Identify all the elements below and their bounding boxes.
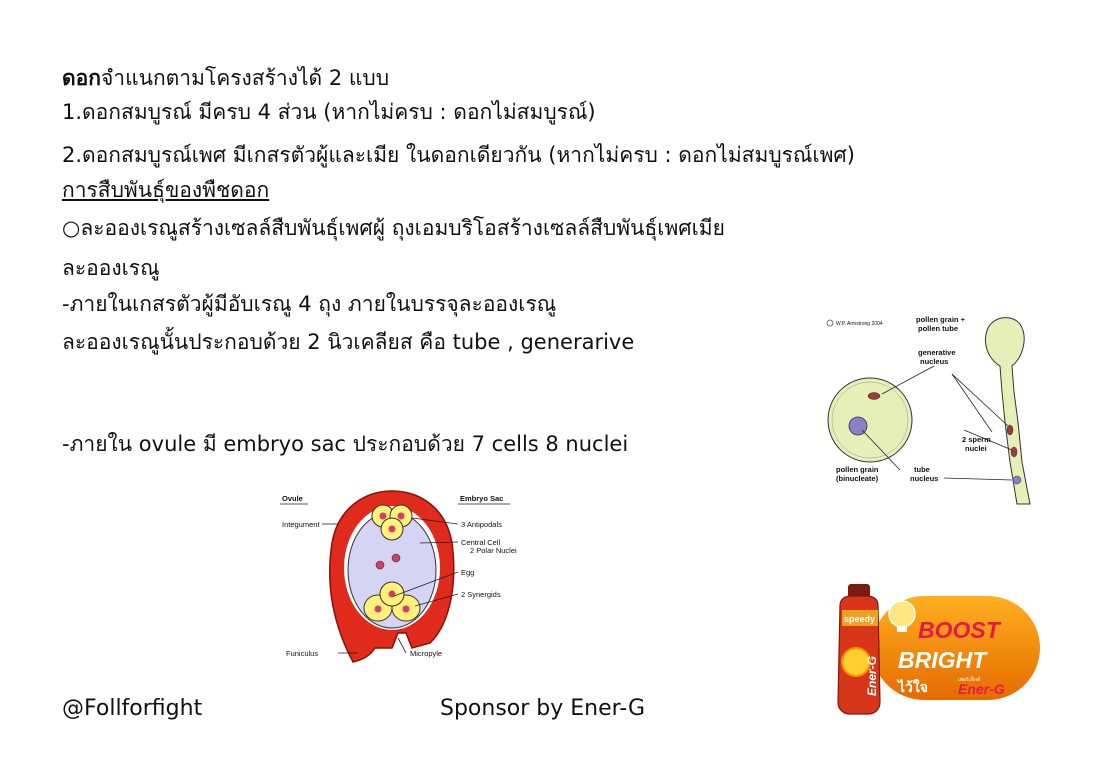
egg-apparatus xyxy=(363,581,421,622)
footer-handle: @Follforfight xyxy=(62,696,203,721)
footer-sponsor: Sponsor by Ener-G xyxy=(440,696,646,721)
ad-bright-text: BRIGHT xyxy=(898,647,988,673)
micropyle-label: Micropyle xyxy=(410,649,442,658)
sponsor-ad: speedy Ener-G BOOST BRIGHT ไว้ใจ เพอร์เฟ… xyxy=(837,584,1040,715)
text-line-complete-flower: 1.ดอกสมบูรณ์ มีครบ 4 ส่วน (หากไม่ครบ : ด… xyxy=(62,100,596,124)
synergids-label: 2 Synergids xyxy=(461,590,501,599)
pollen-tube xyxy=(985,317,1031,505)
text-line-perfect-flower: 2.ดอกสมบูรณ์เพศ มีเกสรตัวผู้และเมีย ในดอ… xyxy=(62,143,855,167)
sperm-nucleus-1 xyxy=(1006,424,1014,436)
ovule-label: Ovule xyxy=(282,494,303,503)
text-line-pollen: ละอองเรณู xyxy=(62,256,160,280)
generative-nucleus xyxy=(867,392,881,400)
pollen-tube-label-1: pollen grain + xyxy=(916,315,966,324)
title-bold-word: ดอก xyxy=(62,66,101,90)
egg-label: Egg xyxy=(461,568,474,577)
funiculus-label: Funiculus xyxy=(286,649,318,658)
credit-icon xyxy=(826,319,834,327)
central-cell-label: Central Cell xyxy=(461,538,501,547)
pollen-grain xyxy=(827,377,913,463)
integument-label: Integument xyxy=(282,520,320,529)
ad-pill-background xyxy=(872,596,1040,700)
ad-tagline-thai: ไว้ใจ xyxy=(896,678,928,696)
polar-nuclei xyxy=(375,553,401,570)
section-heading: การสืบพันธุ์ของพืชดอก xyxy=(62,178,270,202)
generative-label-2: nucleus xyxy=(920,357,948,366)
pollen-tube-label-2: pollen tube xyxy=(918,324,958,333)
sperm-label-1: 2 sperm xyxy=(962,435,991,444)
text-line-gamete-production: ○ละอองเรณูสร้างเซลล์สืบพันธุ์เพศผู้ ถุงเ… xyxy=(62,216,725,240)
title-line: ดอกจำแนกตามโครงสร้างได้ 2 แบบ xyxy=(62,64,389,92)
credit-text: W.P. Armstrong 2004 xyxy=(836,321,883,327)
ad-brand-text: Ener-G xyxy=(958,681,1005,697)
antipodals-label: 3 Antipodals xyxy=(461,520,502,529)
bottle-brand-label: Ener-G xyxy=(865,656,879,696)
embryo-sac-label: Embryo Sac xyxy=(460,494,503,503)
tube-label-2: nucleus xyxy=(910,474,938,483)
generative-label-1: generative xyxy=(918,348,956,357)
tube-label-1: tube xyxy=(914,465,930,474)
energy-drink-bottle: speedy Ener-G xyxy=(837,584,881,715)
lightbulb-icon xyxy=(888,600,916,628)
pollen-diagram: W.P. Armstrong 2004 pollen grain + polle… xyxy=(826,315,1031,505)
text-line-pollen-nuclei: ละอองเรณูนั้นประกอบด้วย 2 นิวเคลียส คือ … xyxy=(62,330,635,354)
bottle-top-label: speedy xyxy=(844,614,875,624)
ovule-leader-lines xyxy=(280,503,510,654)
ovule-diagram: Ovule Embryo Sac Integument 3 Antipodals… xyxy=(280,490,517,663)
ad-boost-text: BOOST xyxy=(918,617,1002,643)
ad-tagline-small: เพอร์เฟ็กต์ xyxy=(958,675,980,683)
text-line-anther: -ภายในเกสรตัวผู้มีอับเรณู 4 ถุง ภายในบรร… xyxy=(62,292,557,316)
pollen-grain-label-1: pollen grain xyxy=(836,465,879,474)
antipodal-cells xyxy=(371,504,413,541)
pollen-leader-lines xyxy=(861,365,1013,481)
text-line-embryo-sac: -ภายใน ovule มี embryo sac ประกอบด้วย 7 … xyxy=(62,432,629,456)
sperm-nucleus-2 xyxy=(1010,446,1018,458)
polar-nuclei-label: 2 Polar Nuclei xyxy=(470,546,517,555)
sperm-label-2: nuclei xyxy=(965,444,987,453)
title-rest: จำแนกตามโครงสร้างได้ 2 แบบ xyxy=(100,66,390,90)
pollen-grain-label-2: (binucleate) xyxy=(836,474,879,483)
tube-nucleus-in-tube xyxy=(1012,475,1022,485)
